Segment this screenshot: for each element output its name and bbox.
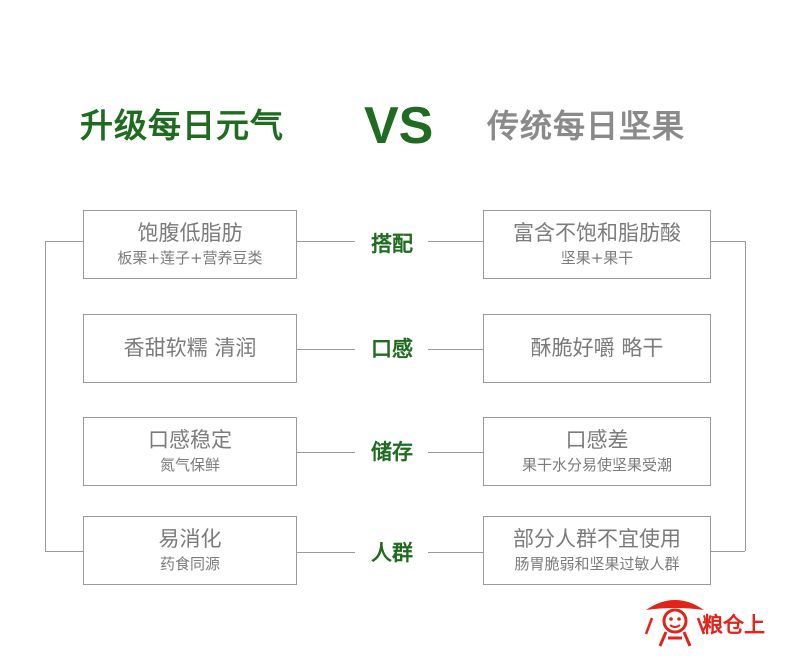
right-title: 传统每日坚果	[487, 107, 686, 145]
connector	[428, 349, 483, 350]
left-bracket-bottom	[45, 551, 83, 552]
left-box-pairing: 饱腹低脂肪 板栗+莲子+营养豆类	[83, 210, 297, 279]
right-box-pairing: 富含不饱和脂肪酸 坚果+果干	[483, 210, 711, 279]
left-box-sub: 药食同源	[159, 555, 220, 573]
right-box-storage: 口感差 果干水分易使坚果受潮	[483, 417, 711, 486]
row-label-pairing: 搭配	[371, 232, 413, 256]
vs-label: VS	[364, 97, 434, 155]
connector	[297, 552, 355, 553]
connector	[297, 452, 355, 453]
left-box-main: 香甜软糯 清润	[123, 336, 257, 360]
right-box-main: 口感差	[565, 428, 629, 452]
left-box-sub: 板栗+莲子+营养豆类	[117, 249, 263, 267]
row-label-storage: 储存	[371, 440, 413, 464]
right-box-main: 部分人群不宜使用	[513, 527, 681, 551]
connector	[297, 241, 355, 242]
left-box-sub: 氮气保鲜	[159, 456, 220, 474]
right-box-audience: 部分人群不宜使用 肠胃脆弱和坚果过敏人群	[483, 516, 711, 585]
connector	[297, 349, 355, 350]
right-box-sub: 肠胃脆弱和坚果过敏人群	[514, 555, 680, 573]
connector	[428, 241, 483, 242]
row-label-audience: 人群	[371, 541, 413, 565]
right-box-texture: 酥脆好嚼 略干	[483, 314, 711, 383]
left-box-main: 饱腹低脂肪	[137, 221, 243, 245]
right-bracket-vertical	[745, 241, 746, 551]
left-bracket-top	[45, 241, 83, 242]
left-title: 升级每日元气	[80, 106, 284, 145]
right-bracket-top	[710, 241, 745, 242]
brand-logo: 粮仓上	[640, 588, 790, 650]
row-label-texture: 口感	[371, 337, 413, 361]
connector	[428, 452, 483, 453]
left-box-storage: 口感稳定 氮气保鲜	[83, 417, 297, 486]
right-box-sub: 果干水分易使坚果受潮	[521, 456, 672, 474]
farmer-hat-icon	[644, 600, 706, 647]
left-box-main: 易消化	[158, 527, 222, 551]
right-box-main: 富含不饱和脂肪酸	[513, 221, 681, 245]
right-bracket-bottom	[710, 551, 745, 552]
right-box-sub: 坚果+果干	[560, 249, 634, 267]
left-box-main: 口感稳定	[148, 428, 232, 452]
right-box-main: 酥脆好嚼 略干	[530, 336, 664, 360]
left-box-audience: 易消化 药食同源	[83, 516, 297, 585]
connector	[428, 552, 483, 553]
left-box-texture: 香甜软糯 清润	[83, 314, 297, 383]
brand-logo-text: 粮仓上	[702, 613, 765, 637]
left-bracket-vertical	[45, 241, 46, 551]
